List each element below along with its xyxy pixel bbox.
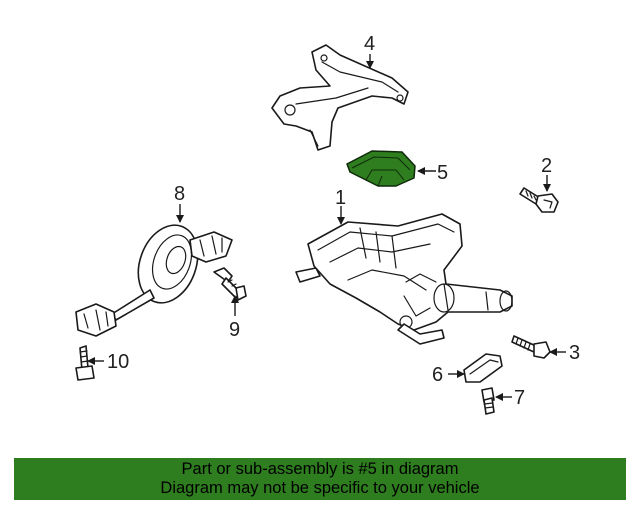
callout-6: 6	[432, 364, 443, 386]
part-2-bolt[interactable]	[519, 187, 559, 213]
callout-2: 2	[541, 155, 552, 177]
callout-10: 10	[107, 351, 129, 373]
banner-line-1: Part or sub-assembly is #5 in diagram	[181, 460, 459, 478]
callout-9: 9	[229, 319, 240, 341]
parts-diagram: 1 2 3 4 5 6 7 8 9 10	[75, 33, 580, 415]
part-5-module[interactable]	[346, 150, 416, 187]
callout-3: 3	[569, 342, 580, 364]
part-9-bolt[interactable]	[213, 267, 247, 301]
callout-8: 8	[174, 183, 185, 205]
callout-7: 7	[514, 387, 525, 409]
part-8-intermediate-shaft[interactable]	[75, 217, 233, 337]
banner-line-2: Diagram may not be specific to your vehi…	[160, 479, 480, 497]
part-1-steering-column[interactable]	[295, 213, 513, 345]
part-6-cap[interactable]	[463, 353, 503, 383]
callout-1: 1	[335, 187, 346, 209]
leader-lines	[87, 54, 566, 401]
info-banner: Part or sub-assembly is #5 in diagram Di…	[14, 458, 626, 500]
callout-4: 4	[364, 33, 375, 55]
callout-5: 5	[437, 162, 448, 184]
part-7-bolt[interactable]	[481, 387, 495, 415]
part-10-bolt[interactable]	[75, 345, 95, 381]
part-3-bolt[interactable]	[511, 335, 551, 359]
part-4-bracket[interactable]	[271, 44, 409, 151]
